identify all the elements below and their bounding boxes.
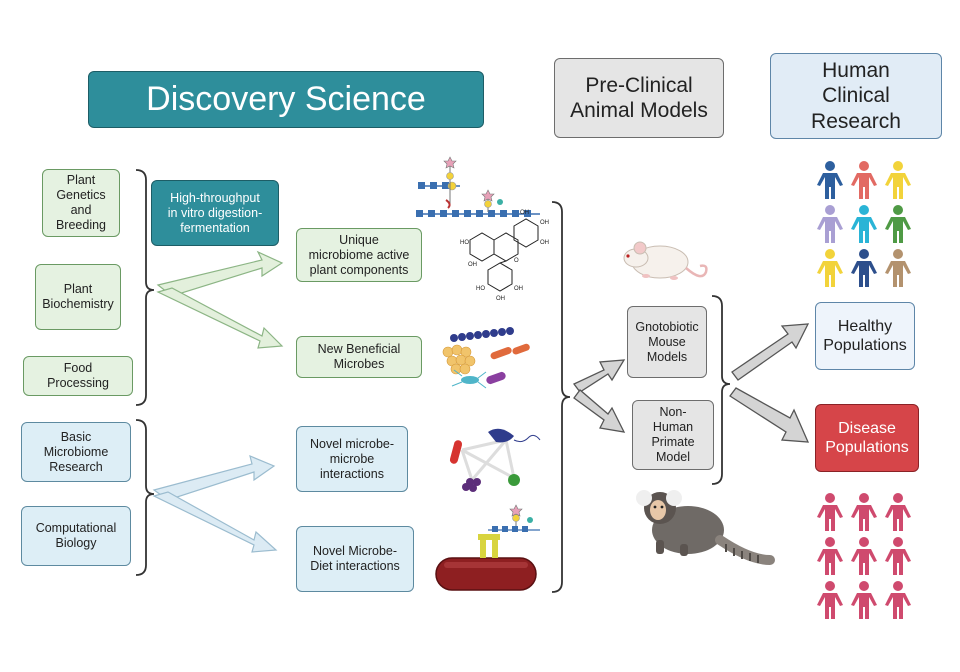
polyphenol-structure-icon: HO OH OH OH OH O OH OH HO [460, 210, 549, 302]
healthy-person-icon [815, 248, 845, 293]
svg-text:HO: HO [476, 286, 485, 292]
marmoset-icon [636, 490, 775, 565]
disease-populations-box: Disease Populations [815, 404, 919, 472]
unique-components-box: Unique microbiome active plant component… [296, 228, 422, 282]
diet-interactions-box: Novel Microbe- Diet interactions [296, 526, 414, 592]
disease-person-icon [849, 580, 879, 625]
svg-text:HO: HO [460, 240, 469, 246]
svg-text:O: O [514, 258, 519, 264]
green-chevron-arrows [156, 250, 284, 349]
healthy-person-icon [849, 204, 879, 249]
disease-person-icon [883, 492, 913, 537]
healthy-person-icon [883, 248, 913, 293]
primate-model-box: Non- Human Primate Model [632, 400, 714, 470]
disease-person-icon [849, 536, 879, 581]
disease-person-icon [815, 580, 845, 625]
healthy-people-grid [815, 160, 920, 290]
healthy-person-icon [883, 204, 913, 249]
plant-genetics-box: Plant Genetics and Breeding [42, 169, 120, 237]
brace-discovery [551, 201, 571, 593]
human-clinical-header: Human Clinical Research [770, 53, 942, 139]
computational-biology-box: Computational Biology [21, 506, 131, 566]
disease-people-grid [815, 492, 920, 622]
glycan-molecule-icon [416, 156, 540, 217]
brace-plant [135, 169, 155, 406]
healthy-person-icon [883, 160, 913, 205]
svg-text:OH: OH [496, 296, 505, 302]
mouse-icon [623, 241, 708, 280]
microbes-icon [442, 327, 530, 389]
svg-text:OH: OH [514, 286, 523, 292]
microbe-interactions-box: Novel microbe- microbe interactions [296, 426, 408, 492]
discovery-science-header: Discovery Science [88, 71, 484, 128]
svg-text:OH: OH [540, 240, 549, 246]
disease-person-icon [883, 536, 913, 581]
high-throughput-box: High-throughput in vitro digestion- ferm… [151, 180, 279, 246]
svg-text:OH: OH [540, 220, 549, 226]
basic-microbiome-box: Basic Microbiome Research [21, 422, 131, 482]
healthy-person-icon [849, 248, 879, 293]
disease-person-icon [815, 492, 845, 537]
microbe-diet-receptor-icon [435, 504, 540, 591]
healthy-populations-box: Healthy Populations [815, 302, 915, 370]
food-processing-box: Food Processing [23, 356, 133, 396]
new-microbes-box: New Beneficial Microbes [296, 336, 422, 378]
gnotobiotic-mouse-box: Gnotobiotic Mouse Models [627, 306, 707, 378]
svg-text:OH: OH [520, 210, 529, 216]
healthy-person-icon [815, 160, 845, 205]
healthy-person-icon [849, 160, 879, 205]
grey-arrows-to-models [572, 359, 626, 433]
microbe-network-icon [449, 428, 541, 492]
svg-text:OH: OH [468, 262, 477, 268]
preclinical-header: Pre-Clinical Animal Models [554, 58, 724, 138]
brace-microbiome [135, 419, 155, 576]
disease-person-icon [849, 492, 879, 537]
healthy-person-icon [815, 204, 845, 249]
plant-biochemistry-box: Plant Biochemistry [35, 264, 121, 330]
disease-person-icon [883, 580, 913, 625]
grey-arrows-to-outcomes [729, 323, 810, 443]
disease-person-icon [815, 536, 845, 581]
brace-models [711, 295, 731, 485]
blue-chevron-arrows [152, 454, 278, 553]
